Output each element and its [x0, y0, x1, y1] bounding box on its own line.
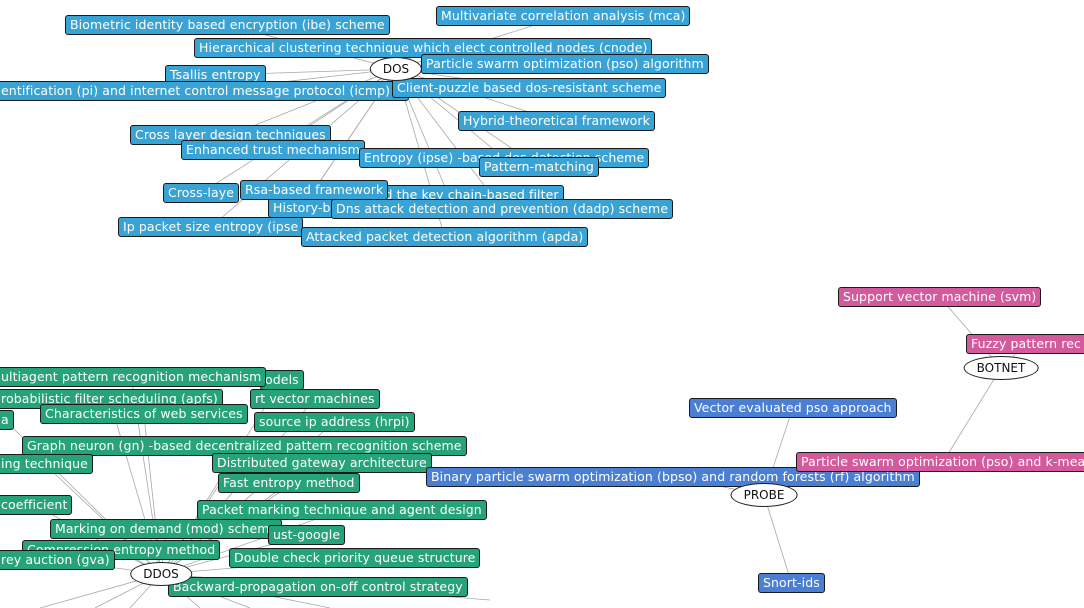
ddos-node: Distributed gateway architecture [212, 453, 432, 473]
ddos-edge [160, 509, 343, 575]
dos-node: Tsallis entropy [165, 65, 266, 85]
ddos-node: Characteristics of web services [40, 404, 248, 424]
ddos-node: coefficient [0, 495, 73, 515]
ddos-node: a [0, 410, 14, 430]
dos-node: entification (pi) and internet control m… [0, 81, 410, 101]
dos-node: Pattern-matching [479, 157, 599, 177]
ddos-node: odels [260, 370, 304, 390]
botnet-node: Fuzzy pattern rec [966, 334, 1084, 354]
hub-probe: PROBE [730, 483, 798, 507]
botnet-edge [942, 367, 1002, 463]
probe-edge [763, 494, 792, 584]
dos-node: Hybrid-theoretical framework [458, 111, 655, 131]
ddos-node: ing technique [0, 454, 93, 474]
hub-dos: DOS [369, 57, 423, 81]
ddos-edge [34, 504, 162, 575]
ddos-node: Double check priority queue structure [229, 548, 481, 568]
dos-node: Biometric identity based encryption (ibe… [65, 15, 390, 35]
dos-node: Rsa-based framework [240, 180, 389, 200]
probe-node: Vector evaluated pso approach [689, 398, 897, 418]
botnet-node: Support vector machine (svm) [838, 287, 1042, 307]
dos-node: Cross-laye [163, 183, 239, 203]
dos-node: Dns attack detection and prevention (dad… [331, 199, 674, 219]
dos-node: Ip packet size entropy (ipse [118, 217, 304, 237]
hub-ddos: DDOS [130, 562, 192, 586]
ddos-node: Graph neuron (gn) -based decentralized p… [22, 436, 467, 456]
ddos-node: ust-google [268, 525, 346, 545]
dos-node: Hierarchical clustering technique which … [194, 38, 653, 58]
dos-node: Attacked packet detection algorithm (apd… [301, 227, 589, 247]
hub-botnet: BOTNET [963, 356, 1039, 380]
probe-node: Binary particle swarm optimization (bpso… [426, 467, 920, 487]
probe-node: Snort-ids [758, 573, 825, 593]
ddos-node: ultiagent pattern recognition mechanism [0, 367, 267, 387]
ddos-node: Fast entropy method [218, 473, 360, 493]
ddos-node: Packet marking technique and agent desig… [197, 500, 487, 520]
ddos-node: Backward-propagation on-off control stra… [168, 577, 468, 597]
dos-node: History-b [268, 198, 336, 218]
ddos-node: source ip address (hrpi) [254, 412, 415, 432]
dos-node: Client-puzzle based dos-resistant scheme [392, 78, 667, 98]
ddos-node: Marking on demand (mod) scheme [50, 519, 283, 539]
dos-node: Multivariate correlation analysis (mca) [436, 6, 691, 26]
dos-node: Particle swarm optimization (pso) algori… [421, 54, 709, 74]
ddos-node: rey auction (gva) [0, 550, 115, 570]
ddos-node: rt vector machines [250, 389, 380, 409]
dos-node: Enhanced trust mechanism [181, 140, 365, 160]
dos-edge [230, 68, 397, 136]
botnet-node: Particle swarm optimization (pso) and k-… [796, 452, 1084, 472]
